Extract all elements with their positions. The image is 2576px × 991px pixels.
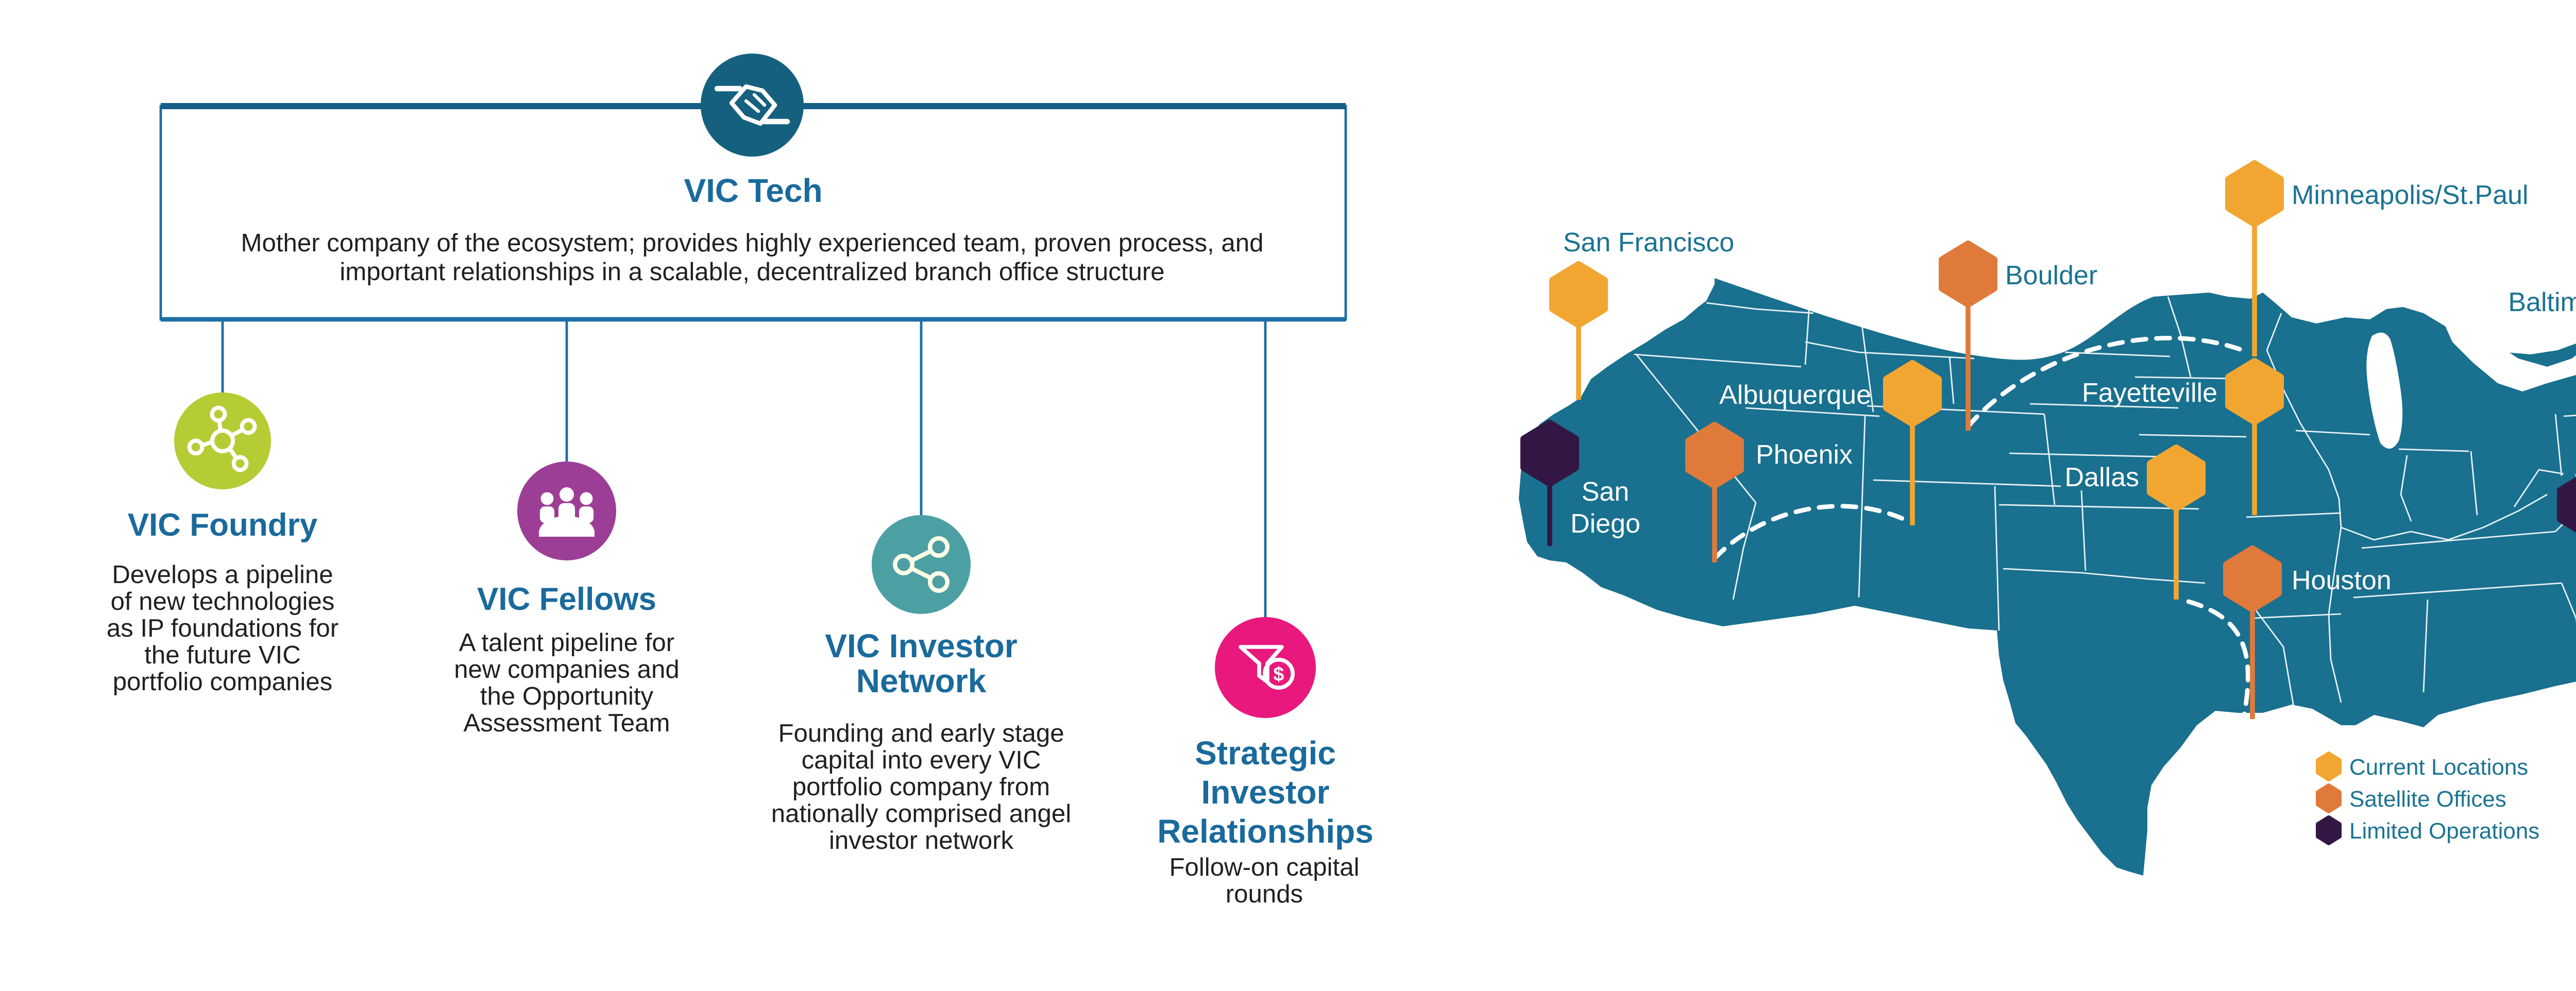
legend-swatch — [2316, 815, 2342, 845]
map-pin — [1939, 241, 1997, 307]
vic-tech-title: VIC Tech — [684, 175, 823, 210]
svg-text:$: $ — [1273, 664, 1284, 686]
map-pin — [2147, 445, 2206, 511]
vic-investor-network-description: Founding and early stage capital into ev… — [771, 718, 1072, 854]
handshake-icon — [701, 54, 804, 157]
vic-tech-description: Mother company of the ecosystem; provide… — [241, 229, 1264, 285]
map-pin-label: San Francisco — [1563, 228, 1734, 258]
legend-swatch — [2316, 751, 2342, 781]
map-pin-label: Dallas — [2065, 463, 2140, 492]
funnel-dollar-icon: $ — [1215, 617, 1316, 718]
legend-label: Limited Operations — [2349, 818, 2539, 844]
vic-foundry-description: Develops a pipeline of new technologies … — [106, 560, 339, 696]
vic-foundry-title: VIC Foundry — [127, 509, 318, 544]
map-pin — [2225, 160, 2284, 227]
map-pins — [1520, 160, 2576, 719]
map-pin-label: Phoenix — [1756, 440, 1853, 470]
vic-fellows-title: VIC Fellows — [477, 583, 656, 618]
map-pin — [2557, 476, 2576, 533]
map-pin — [2225, 358, 2284, 425]
map-pin-label: Fayetteville — [2082, 378, 2217, 408]
legend-label: Current Locations — [2349, 755, 2528, 780]
map-pin — [1549, 261, 1608, 328]
us-landmass — [1519, 278, 2576, 876]
legend-swatch — [2316, 783, 2342, 813]
people-icon — [517, 462, 616, 560]
map-pin-label: Boulder — [2005, 261, 2097, 291]
map-pin-label: Houston — [2292, 566, 2392, 595]
map-pin — [2223, 545, 2282, 612]
vic-fellows-description: A talent pipeline for new companies and … — [454, 627, 680, 737]
map-pin-label: Albuquerque — [1719, 380, 1871, 410]
vic-investor-network-title: VIC Investor Network — [825, 629, 1018, 699]
great-lakes — [2366, 323, 2576, 449]
arc-phoenix-albuquerque — [1712, 504, 1911, 561]
molecule-icon — [174, 392, 271, 489]
arc-boulder-fayetteville — [1965, 335, 2251, 429]
lake-michigan — [2366, 332, 2403, 449]
map-pin — [1685, 422, 1744, 489]
share-icon — [872, 515, 971, 614]
strategic-investor-relationships-title: Strategic Investor Relationships — [1157, 738, 1374, 851]
route-arcs — [1712, 335, 2251, 717]
state-borders — [1634, 274, 2576, 707]
map-pin — [1520, 420, 1579, 487]
org-connectors — [221, 319, 1267, 617]
lake-huron-erie — [2444, 323, 2576, 391]
org-chart: $ — [159, 54, 1347, 718]
legend-label: Satellite Offices — [2349, 787, 2506, 812]
map-pin — [1883, 360, 1942, 427]
map-pin-label: Minneapolis/St.Paul — [2292, 180, 2529, 210]
arc-dallas-houston — [2186, 599, 2250, 717]
strategic-investor-relationships-description: Follow-on capital rounds — [1169, 852, 1360, 909]
map-pin-label: Baltimore — [2508, 287, 2576, 317]
